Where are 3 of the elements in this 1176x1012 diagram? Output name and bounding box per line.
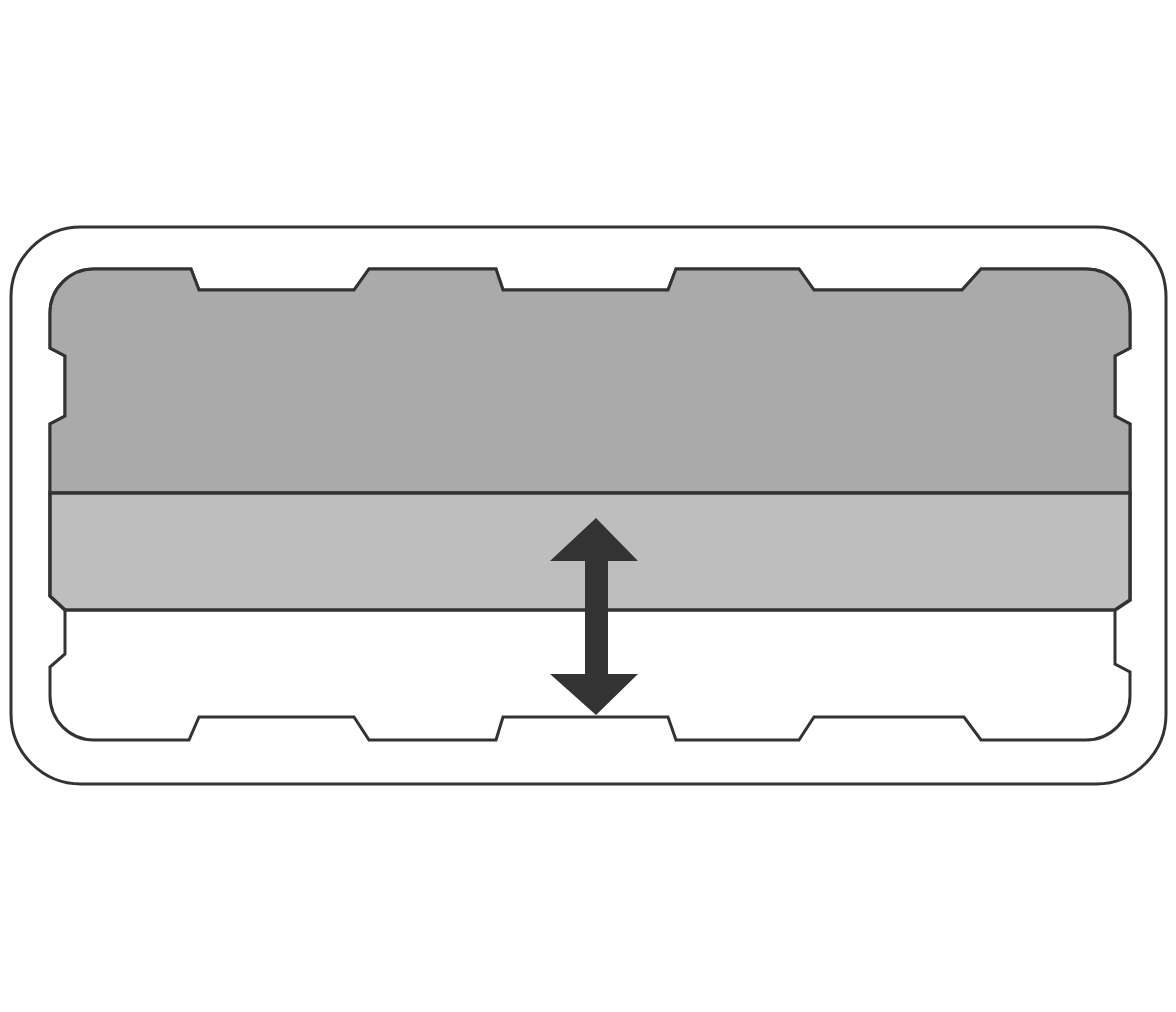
contact-strip	[48, 491, 1132, 612]
port-housing	[9, 225, 1168, 786]
port-opening	[48, 267, 1132, 742]
